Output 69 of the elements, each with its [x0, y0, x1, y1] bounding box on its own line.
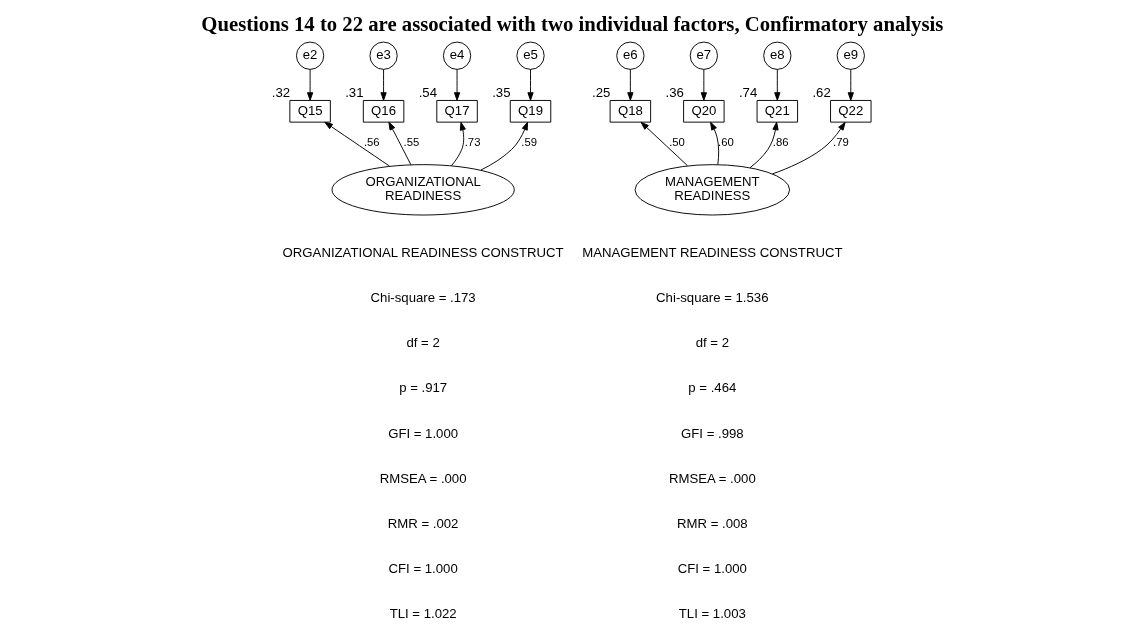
edge-label: .50: [668, 136, 685, 149]
label: df = 2: [695, 335, 729, 351]
arrow: [480, 121, 528, 171]
node-label: .74: [738, 84, 757, 100]
arrow: [749, 121, 779, 169]
node-label: .54: [418, 84, 437, 100]
node-circle: e3: [368, 41, 398, 70]
edge-label: .59: [520, 136, 537, 149]
diagram-title: Questions 14 to 22 are associated with two individual factors, Confirmatory analysis: [200, 13, 943, 36]
node-circle: e5: [515, 41, 545, 70]
label: CFI = 1.000: [677, 561, 747, 577]
arrow: [450, 121, 466, 167]
arrow: [847, 68, 854, 101]
node-box: Q18: [609, 100, 651, 123]
label: GFI = 1.000: [387, 425, 458, 441]
arrow: [453, 68, 460, 101]
node-box: Q16: [362, 100, 404, 123]
arrow: [640, 121, 688, 167]
node-ellipse: MANAGEMENT READINESS: [634, 164, 790, 216]
node-ellipse: ORGANIZATIONAL READINESS: [331, 164, 515, 216]
node-box: Q17: [435, 100, 478, 123]
node-box: Q20: [682, 100, 725, 123]
arrow: [526, 68, 534, 101]
arrow: [387, 121, 411, 166]
edge-label: .73: [464, 136, 480, 149]
node-box: Q22: [829, 100, 871, 123]
edge-label: .56: [363, 136, 380, 149]
node-label: .31: [344, 84, 364, 100]
label: ORGANIZATIONAL READINESS CONSTRUCT: [282, 244, 564, 260]
node-label: .25: [591, 84, 610, 100]
arrow: [379, 68, 387, 101]
edge-label: .60: [717, 136, 734, 149]
label: RMR = .008: [676, 516, 748, 532]
label: p = .917: [398, 380, 447, 396]
label: RMR = .002: [387, 516, 458, 532]
label: Chi-square = 1.536: [655, 289, 769, 305]
edge-label: .86: [772, 136, 788, 149]
label: TLI = 1.003: [678, 606, 746, 622]
arrow: [323, 121, 390, 167]
label: RMSEA = .000: [379, 470, 467, 486]
label: RMSEA = .000: [668, 470, 756, 486]
label: CFI = 1.000: [388, 561, 458, 577]
label: GFI = .998: [680, 425, 744, 441]
node-label: .35: [491, 84, 510, 100]
node-circle: e7: [689, 41, 718, 70]
label: MANAGEMENT READINESS CONSTRUCT: [581, 244, 842, 260]
arrow: [306, 68, 313, 101]
node-label: .36: [664, 84, 684, 100]
label: Chi-square = .173: [370, 289, 476, 305]
label: TLI = 1.022: [389, 606, 457, 622]
edge-label: .79: [832, 136, 849, 149]
node-circle: e8: [762, 41, 791, 70]
arrow: [626, 68, 633, 101]
node-box: Q21: [756, 100, 798, 123]
arrow: [700, 68, 707, 101]
node-label: .32: [271, 84, 290, 100]
node-box: Q19: [509, 100, 551, 123]
node-circle: e6: [615, 41, 644, 70]
node-circle: e4: [442, 41, 471, 70]
arrow: [771, 121, 846, 175]
node-circle: e9: [836, 41, 865, 70]
arrow: [709, 121, 719, 165]
node-box: Q15: [288, 100, 331, 123]
arrow: [773, 68, 780, 101]
node-label: .62: [811, 84, 831, 100]
label: df = 2: [405, 335, 440, 351]
edge-label: .55: [403, 136, 419, 149]
label: p = .464: [687, 380, 736, 396]
node-circle: e2: [295, 41, 324, 70]
